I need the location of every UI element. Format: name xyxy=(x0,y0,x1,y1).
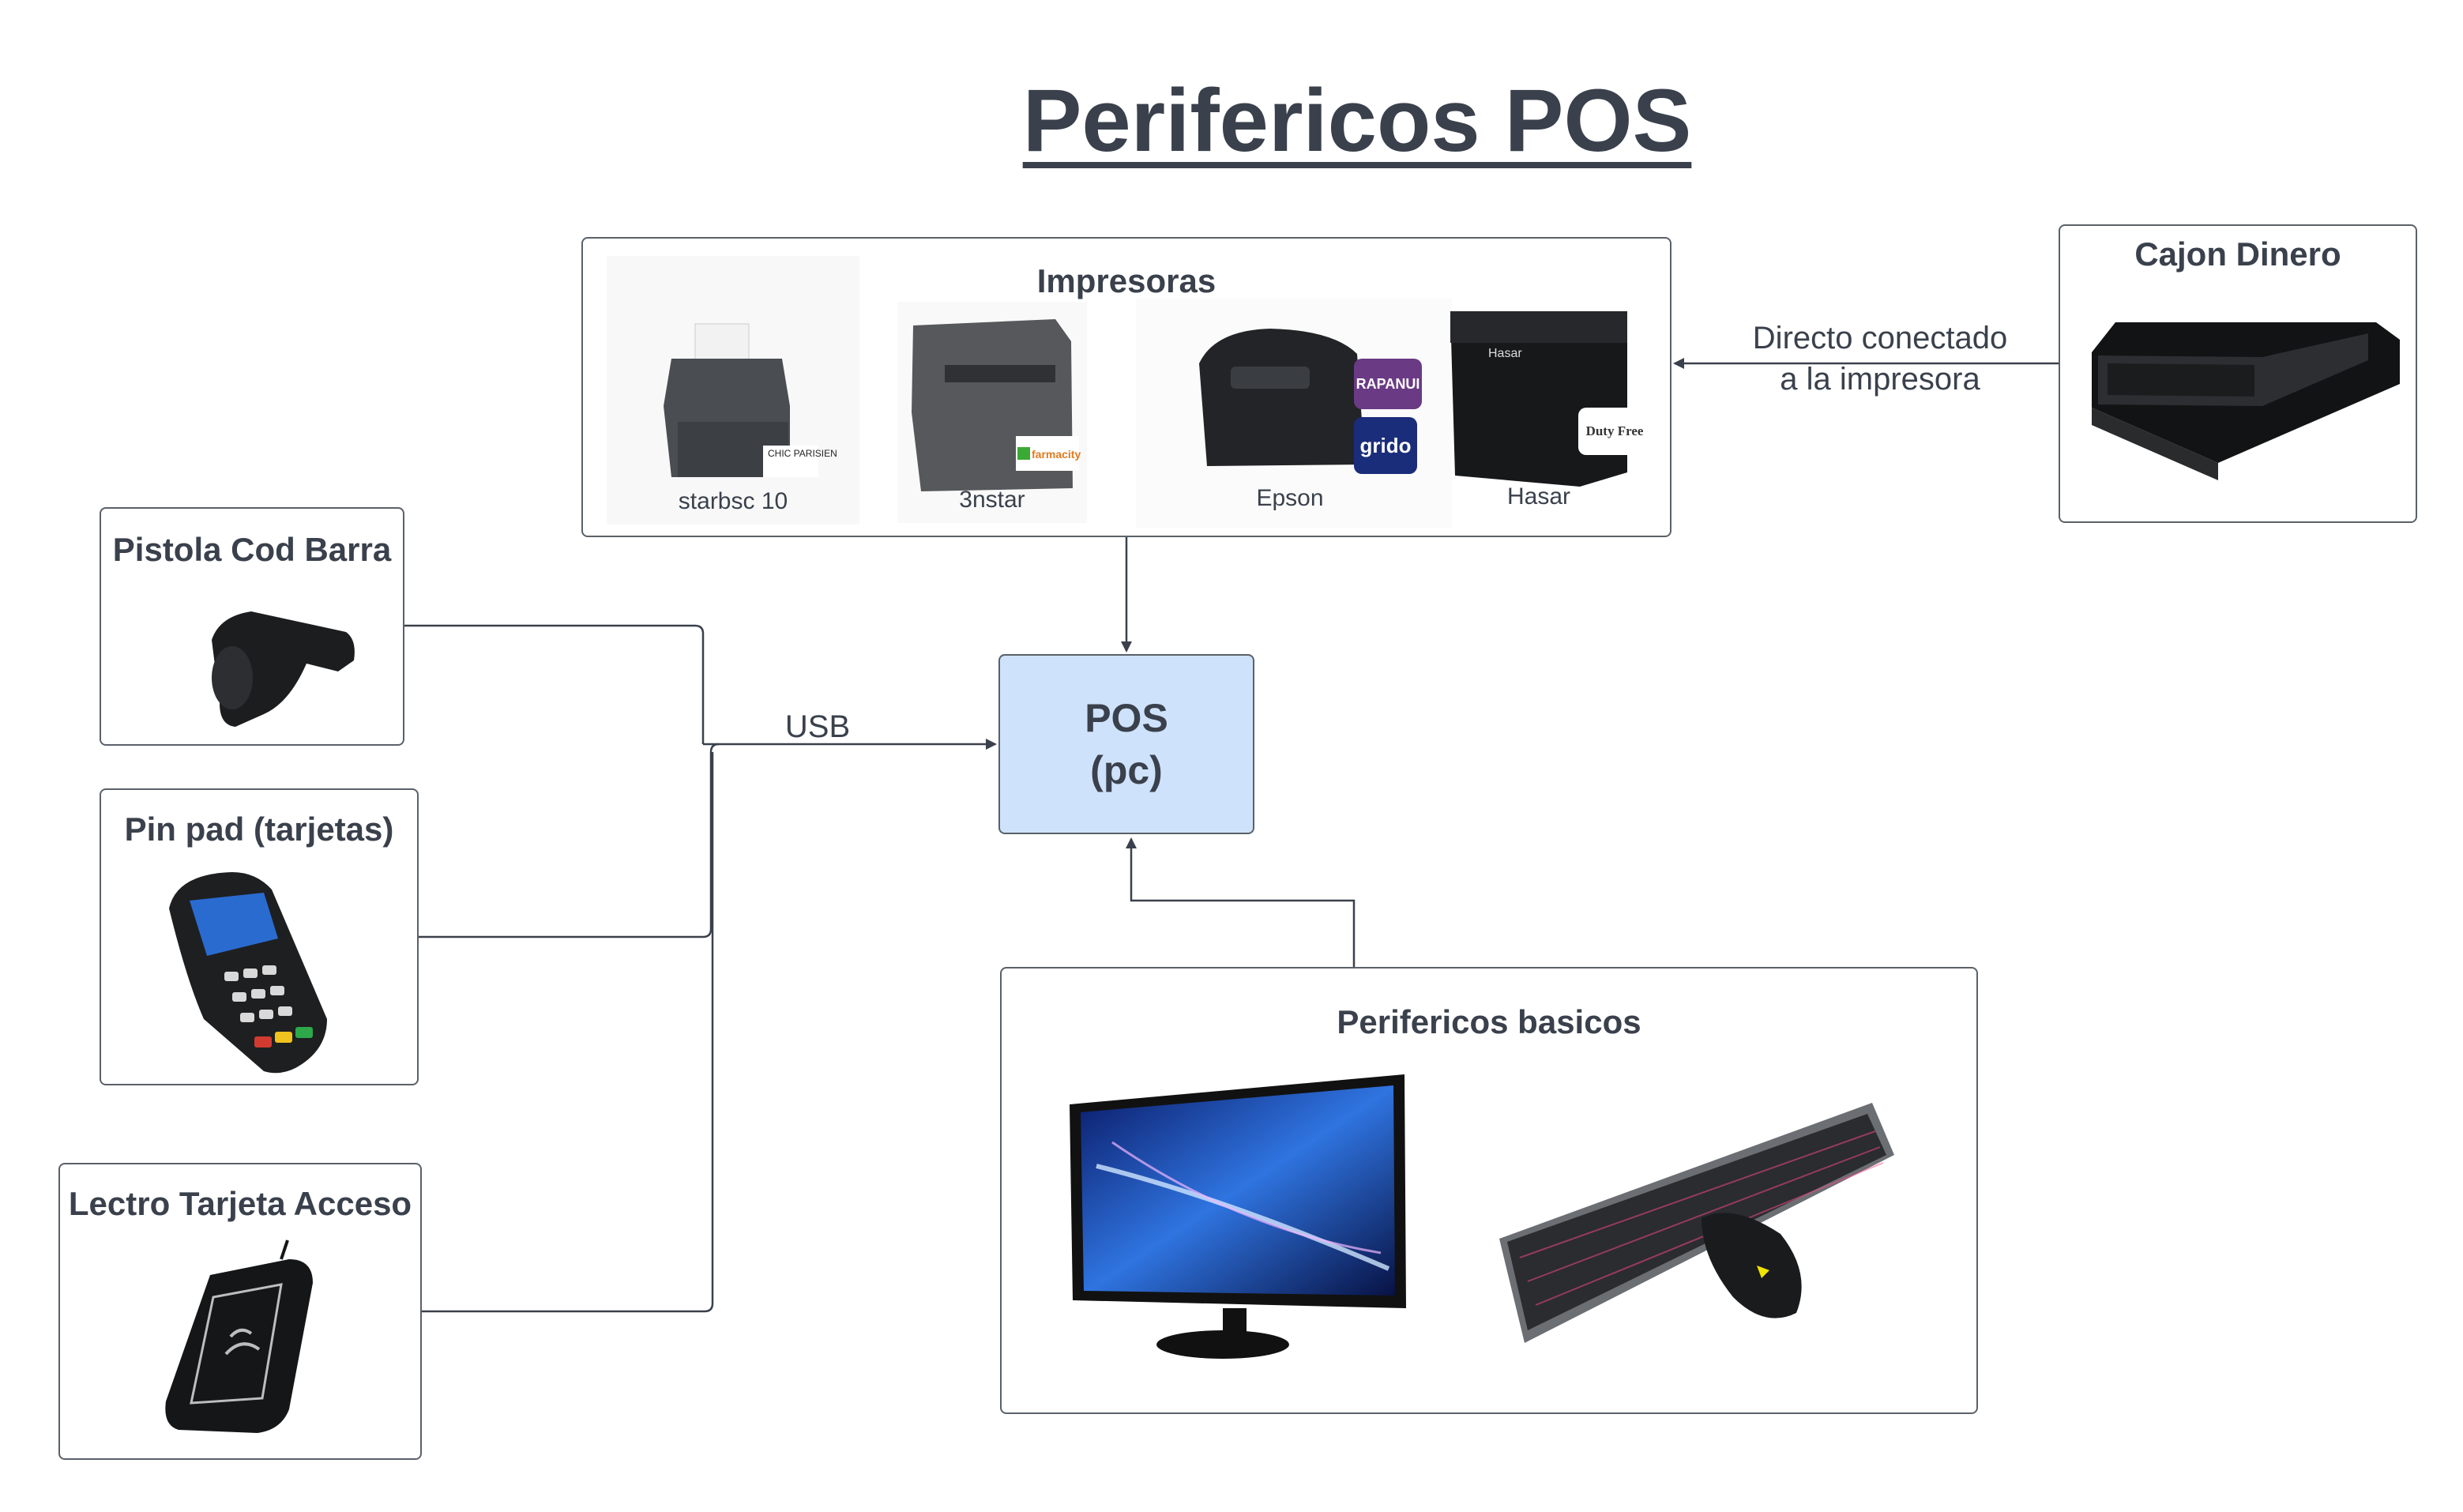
badge-farmacity: farmacity xyxy=(1032,448,1081,461)
keyboard-mouse-icon xyxy=(1499,1103,1894,1343)
badge-dutyfree: Duty Free xyxy=(1578,408,1651,455)
pin-pad-icon xyxy=(169,872,327,1074)
printer-3nstar-label: 3nstar xyxy=(959,487,1025,513)
printer-hasar-label: Hasar xyxy=(1506,483,1571,510)
printer-epson: RAPANUI grido Epson xyxy=(1136,299,1452,528)
badge-chic: CHIC PARISIEN xyxy=(768,448,837,459)
printer-hasar-icon: Hasar xyxy=(1450,311,1627,487)
monitor-icon xyxy=(1070,1074,1406,1359)
pinpad-title: Pin pad (tarjetas) xyxy=(124,811,394,848)
barcode-scanner-icon xyxy=(212,611,355,727)
printer-epson-icon xyxy=(1199,329,1365,466)
edge-cajon-label: Directo conectado a la impresora xyxy=(1752,321,2008,397)
lector-box[interactable]: Lectro Tarjeta Acceso xyxy=(58,1163,422,1460)
printer-epson-label: Epson xyxy=(1256,485,1324,511)
printer-3nstar: farmacity 3nstar xyxy=(897,302,1087,523)
basicos-box[interactable]: Perifericos basicos xyxy=(1000,967,1978,1414)
edge-usb-label: USB xyxy=(784,709,851,744)
pos-line1: POS xyxy=(1085,696,1168,740)
impresoras-box[interactable]: Impresoras CHIC PARISIEN starbsc 10 farm… xyxy=(581,237,1671,537)
basicos-title: Perifericos basicos xyxy=(1337,1003,1641,1040)
edge-pinpad xyxy=(419,743,720,938)
edge-pistola xyxy=(404,624,705,744)
printer-starbsc: CHIC PARISIEN starbsc 10 xyxy=(607,256,859,525)
lector-title: Lectro Tarjeta Acceso xyxy=(68,1185,412,1222)
cajon-box[interactable]: Cajon Dinero xyxy=(2059,224,2417,523)
printer-3nstar-icon: farmacity xyxy=(912,319,1081,491)
badge-rapanui: RAPANUI xyxy=(1354,359,1422,409)
printer-starbsc-icon: CHIC PARISIEN xyxy=(664,323,837,477)
pistola-title: Pistola Cod Barra xyxy=(112,531,392,568)
pinpad-box[interactable]: Pin pad (tarjetas) xyxy=(100,788,419,1085)
cash-drawer-icon xyxy=(2092,322,2400,480)
printer-starbsc-label: starbsc 10 xyxy=(678,488,788,514)
svg-text:Hasar: Hasar xyxy=(1488,347,1522,360)
pos-line2: (pc) xyxy=(1090,748,1163,792)
edge-lector xyxy=(422,752,714,1313)
card-reader-icon xyxy=(165,1239,313,1433)
impresoras-title: Impresoras xyxy=(1036,262,1216,299)
cajon-title: Cajon Dinero xyxy=(2134,235,2341,273)
edge-basicos-pos xyxy=(1126,837,1356,967)
pistola-box[interactable]: Pistola Cod Barra xyxy=(100,507,404,746)
printer-hasar: Hasar Duty Free Hasar xyxy=(1444,307,1651,536)
badge-grido: grido xyxy=(1354,417,1417,474)
pos-node[interactable]: POS (pc) xyxy=(998,654,1254,834)
page-title: Perifericos POS xyxy=(1022,71,1692,170)
